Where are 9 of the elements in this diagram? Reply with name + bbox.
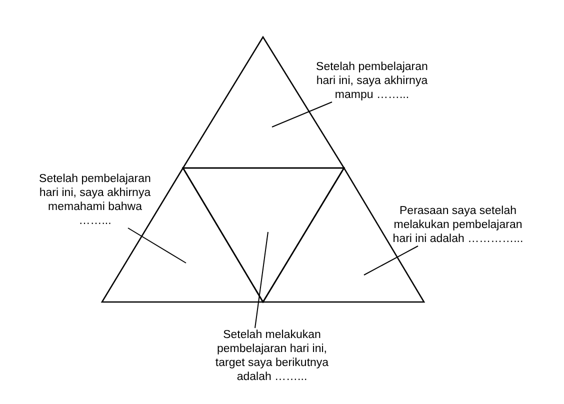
reflection-prompt: Perasaan saya setelah melakukan pembelajaran hari ini adalah …………... (392, 204, 524, 246)
reflection-prompt: Setelah pembelajaran hari ini, saya akhirnya mampu ……... (315, 60, 429, 102)
reflection-prompt: Setelah pembelajaran hari ini, saya akhirnya memahami bahwa ……... (38, 172, 152, 228)
leader-line (128, 228, 186, 264)
leader-line (254, 232, 268, 328)
triangle-section (182, 167, 346, 304)
leader-line (272, 102, 332, 128)
reflection-prompt: Setelah melakukan pembelajaran hari ini, target saya berikutnya adalah ……... (214, 328, 330, 384)
leader-line (364, 246, 418, 276)
